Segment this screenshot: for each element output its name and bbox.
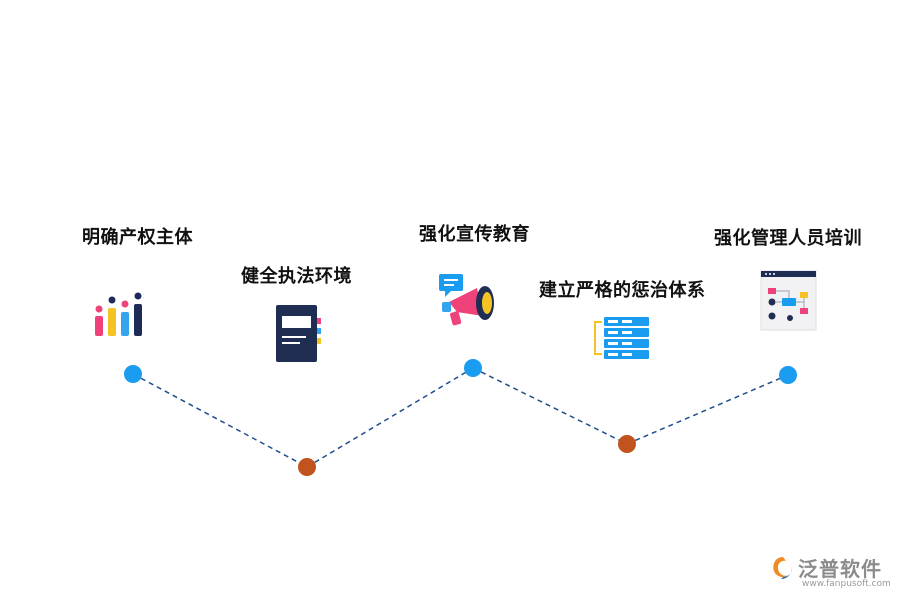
step-label-2: 健全执法环境	[241, 266, 352, 287]
node-high	[464, 359, 482, 377]
watermark-brand: 泛普软件	[798, 557, 882, 581]
node-low	[618, 435, 636, 453]
connector-line	[132, 373, 308, 468]
connector-line	[306, 367, 474, 468]
watermark-url: www.fanpusoft.com	[802, 579, 891, 589]
server-rack-icon	[594, 317, 649, 359]
bar-chart-icon	[95, 292, 142, 336]
node-high	[124, 365, 142, 383]
step-label-4: 建立严格的惩治体系	[539, 280, 706, 301]
node-low	[298, 458, 316, 476]
watermark: 泛普软件 www.fanpusoft.com	[770, 553, 895, 593]
step-label-5: 强化管理人员培训	[714, 228, 862, 249]
notebook-icon	[276, 305, 321, 362]
node-high	[779, 366, 797, 384]
flowchart-board-icon	[760, 270, 817, 331]
connector-line	[472, 367, 628, 445]
brand-logo-icon	[773, 557, 793, 579]
step-label-1: 明确产权主体	[82, 227, 193, 248]
megaphone-icon	[439, 274, 494, 326]
connector-line	[626, 374, 789, 445]
step-label-3: 强化宣传教育	[419, 224, 530, 245]
